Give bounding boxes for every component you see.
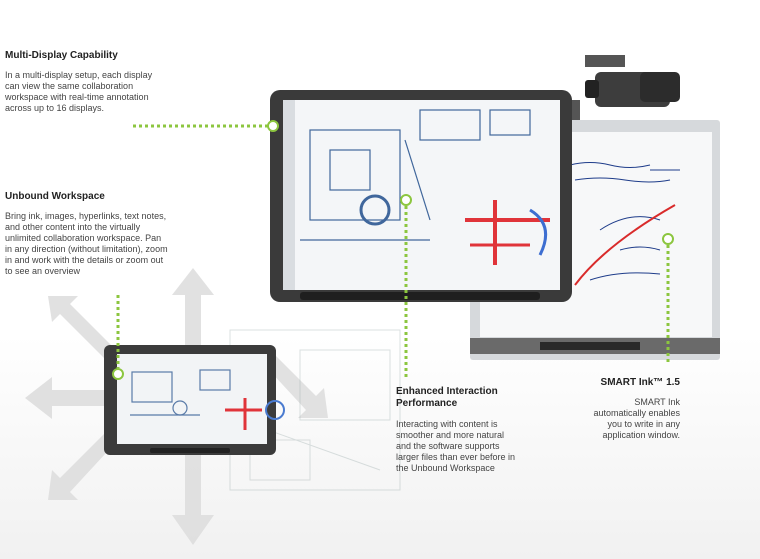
callout-marker-smart-ink	[662, 233, 674, 245]
callout-marker-multi-display	[267, 120, 279, 132]
feature-title: Unbound Workspace	[5, 191, 105, 202]
projector-icon	[585, 55, 680, 107]
feature-title: Multi-Display Capability	[5, 50, 118, 61]
feature-title: Enhanced Interaction Performance	[396, 386, 498, 409]
small-display	[104, 345, 285, 455]
feature-unbound-workspace: Unbound Workspace Bring ink, images, hyp…	[5, 191, 215, 277]
pan-arrows-icon	[25, 268, 328, 545]
large-display	[270, 90, 572, 302]
feature-description: Interacting with content is smoother and…	[396, 419, 516, 473]
feature-description: In a multi-display setup, each display c…	[5, 70, 153, 113]
feature-title: SMART Ink™ 1.5	[600, 377, 680, 388]
feature-enhanced-interaction: Enhanced Interaction Performance Interac…	[396, 386, 556, 474]
callout-marker-enhanced-interaction	[400, 194, 412, 206]
callout-marker-unbound-workspace	[112, 368, 124, 380]
feature-description: Bring ink, images, hyperlinks, text note…	[5, 211, 168, 276]
feature-description: SMART Ink automatically enables you to w…	[593, 397, 680, 440]
feature-smart-ink: SMART Ink™ 1.5 SMART Ink automatically e…	[560, 377, 680, 441]
feature-multi-display: Multi-Display Capability In a multi-disp…	[5, 50, 205, 114]
